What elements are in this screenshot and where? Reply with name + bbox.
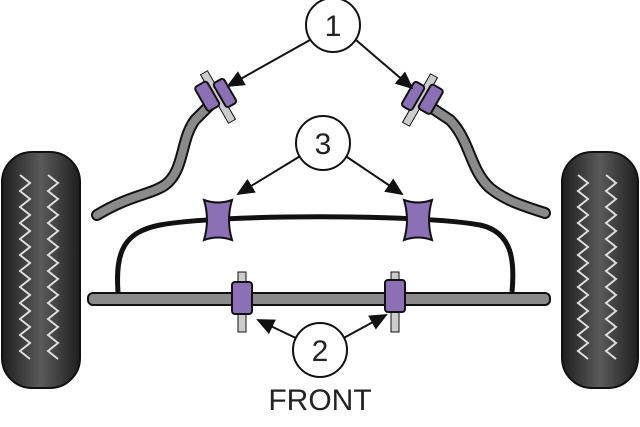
bush-3-right [402,198,434,242]
bush-1-right [400,73,444,127]
bush-2-right [384,271,406,333]
right-tyre [561,151,639,389]
callout-3-label: 3 [315,128,332,161]
bush-1-left [194,70,238,124]
callout-1-label: 1 [325,10,342,43]
callout-2: 2 [292,322,348,378]
lower-arm-bar [87,292,551,306]
left-drop-link [91,89,226,221]
callout-1: 1 [305,0,361,53]
bush-3-left [202,198,234,242]
front-label: FRONT [268,384,371,417]
anti-roll-bar [115,214,516,293]
left-tyre [1,151,81,389]
callout-arrows [226,39,414,341]
callout-3: 3 [295,115,351,171]
bush-2-left [231,271,253,333]
right-drop-link [414,94,551,219]
callout-2-label: 2 [312,335,329,368]
